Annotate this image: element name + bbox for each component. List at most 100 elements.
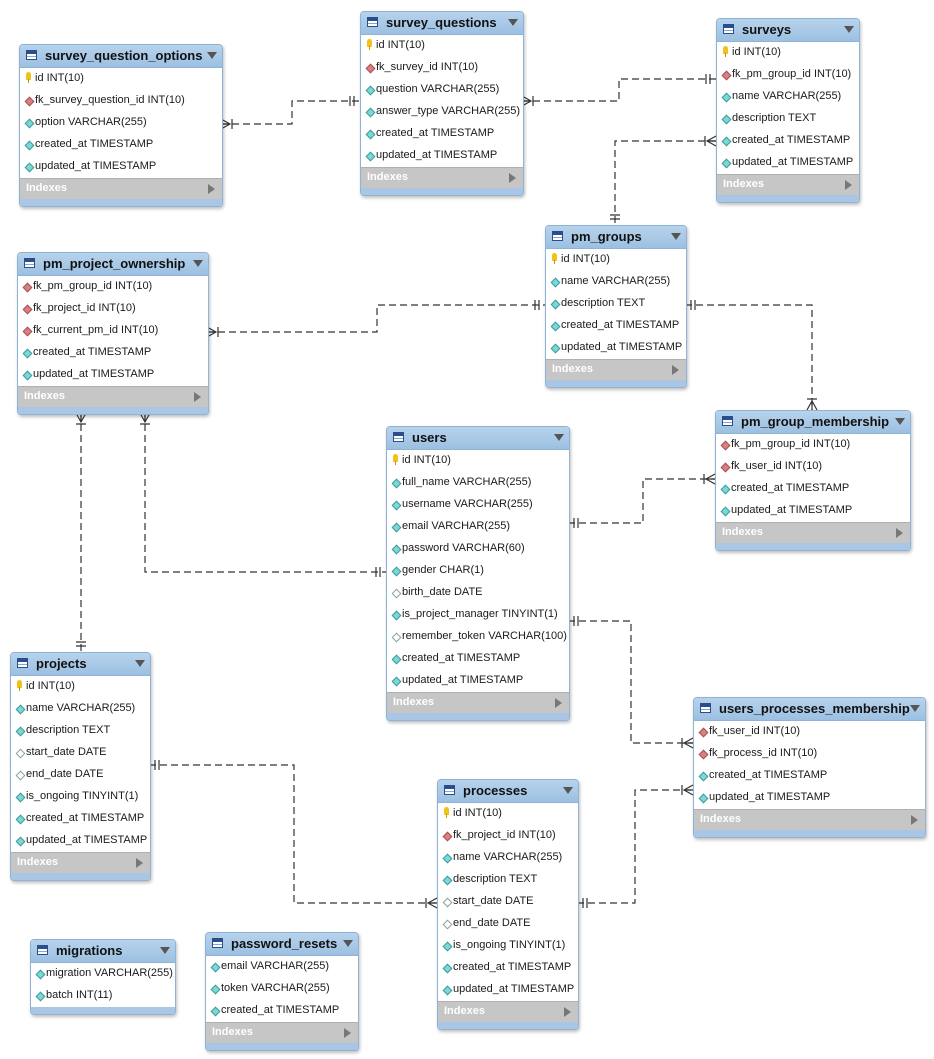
expand-arrow-icon[interactable] bbox=[208, 184, 215, 194]
column-row[interactable]: password VARCHAR(60) bbox=[387, 538, 569, 560]
column-row[interactable]: fk_user_id INT(10) bbox=[716, 456, 910, 478]
table-menu-chevron-down-icon[interactable] bbox=[563, 787, 573, 794]
column-row[interactable]: question VARCHAR(255) bbox=[361, 79, 523, 101]
indexes-section[interactable]: Indexes bbox=[717, 174, 859, 195]
column-row[interactable]: is_project_manager TINYINT(1) bbox=[387, 604, 569, 626]
column-row[interactable]: created_at TIMESTAMP bbox=[438, 957, 578, 979]
column-row[interactable]: is_ongoing TINYINT(1) bbox=[11, 786, 150, 808]
expand-arrow-icon[interactable] bbox=[911, 815, 918, 825]
column-row[interactable]: description TEXT bbox=[438, 869, 578, 891]
expand-arrow-icon[interactable] bbox=[845, 180, 852, 190]
table-menu-chevron-down-icon[interactable] bbox=[343, 940, 353, 947]
column-row[interactable]: email VARCHAR(255) bbox=[387, 516, 569, 538]
table-header[interactable]: users bbox=[387, 427, 569, 450]
expand-arrow-icon[interactable] bbox=[344, 1028, 351, 1038]
column-row[interactable]: created_at TIMESTAMP bbox=[717, 130, 859, 152]
column-row[interactable]: fk_project_id INT(10) bbox=[18, 298, 208, 320]
column-row[interactable]: id INT(10) bbox=[387, 450, 569, 472]
column-row[interactable]: id INT(10) bbox=[361, 35, 523, 57]
column-row[interactable]: name VARCHAR(255) bbox=[546, 271, 686, 293]
indexes-section[interactable]: Indexes bbox=[716, 522, 910, 543]
table-menu-chevron-down-icon[interactable] bbox=[508, 19, 518, 26]
table-menu-chevron-down-icon[interactable] bbox=[207, 52, 217, 59]
expand-arrow-icon[interactable] bbox=[509, 173, 516, 183]
column-row[interactable]: updated_at TIMESTAMP bbox=[716, 500, 910, 522]
column-row[interactable]: updated_at TIMESTAMP bbox=[18, 364, 208, 386]
column-row[interactable]: username VARCHAR(255) bbox=[387, 494, 569, 516]
table-header[interactable]: survey_question_options bbox=[20, 45, 222, 68]
column-row[interactable]: fk_project_id INT(10) bbox=[438, 825, 578, 847]
column-row[interactable]: updated_at TIMESTAMP bbox=[11, 830, 150, 852]
column-row[interactable]: fk_survey_question_id INT(10) bbox=[20, 90, 222, 112]
indexes-section[interactable]: Indexes bbox=[18, 386, 208, 407]
column-row[interactable]: fk_process_id INT(10) bbox=[694, 743, 925, 765]
column-row[interactable]: updated_at TIMESTAMP bbox=[387, 670, 569, 692]
column-row[interactable]: email VARCHAR(255) bbox=[206, 956, 358, 978]
table-header[interactable]: survey_questions bbox=[361, 12, 523, 35]
table-menu-chevron-down-icon[interactable] bbox=[844, 26, 854, 33]
column-row[interactable]: fk_pm_group_id INT(10) bbox=[716, 434, 910, 456]
column-row[interactable]: name VARCHAR(255) bbox=[717, 86, 859, 108]
column-row[interactable]: option VARCHAR(255) bbox=[20, 112, 222, 134]
column-row[interactable]: updated_at TIMESTAMP bbox=[717, 152, 859, 174]
column-row[interactable]: created_at TIMESTAMP bbox=[716, 478, 910, 500]
indexes-section[interactable]: Indexes bbox=[694, 809, 925, 830]
column-row[interactable]: is_ongoing TINYINT(1) bbox=[438, 935, 578, 957]
column-row[interactable]: migration VARCHAR(255) bbox=[31, 963, 175, 985]
column-row[interactable]: created_at TIMESTAMP bbox=[11, 808, 150, 830]
table-header[interactable]: pm_group_membership bbox=[716, 411, 910, 434]
column-row[interactable]: fk_pm_group_id INT(10) bbox=[717, 64, 859, 86]
column-row[interactable]: start_date DATE bbox=[438, 891, 578, 913]
table-menu-chevron-down-icon[interactable] bbox=[135, 660, 145, 667]
column-row[interactable]: updated_at TIMESTAMP bbox=[361, 145, 523, 167]
column-row[interactable]: fk_current_pm_id INT(10) bbox=[18, 320, 208, 342]
column-row[interactable]: created_at TIMESTAMP bbox=[546, 315, 686, 337]
table-menu-chevron-down-icon[interactable] bbox=[671, 233, 681, 240]
column-row[interactable]: created_at TIMESTAMP bbox=[387, 648, 569, 670]
column-row[interactable]: updated_at TIMESTAMP bbox=[20, 156, 222, 178]
indexes-section[interactable]: Indexes bbox=[438, 1001, 578, 1022]
column-row[interactable]: name VARCHAR(255) bbox=[11, 698, 150, 720]
column-row[interactable]: name VARCHAR(255) bbox=[438, 847, 578, 869]
column-row[interactable]: start_date DATE bbox=[11, 742, 150, 764]
expand-arrow-icon[interactable] bbox=[564, 1007, 571, 1017]
table-menu-chevron-down-icon[interactable] bbox=[910, 705, 920, 712]
indexes-section[interactable]: Indexes bbox=[546, 359, 686, 380]
indexes-section[interactable]: Indexes bbox=[11, 852, 150, 873]
column-row[interactable]: created_at TIMESTAMP bbox=[20, 134, 222, 156]
column-row[interactable]: updated_at TIMESTAMP bbox=[438, 979, 578, 1001]
column-row[interactable]: updated_at TIMESTAMP bbox=[546, 337, 686, 359]
expand-arrow-icon[interactable] bbox=[896, 528, 903, 538]
table-menu-chevron-down-icon[interactable] bbox=[160, 947, 170, 954]
column-row[interactable]: birth_date DATE bbox=[387, 582, 569, 604]
column-row[interactable]: remember_token VARCHAR(100) bbox=[387, 626, 569, 648]
expand-arrow-icon[interactable] bbox=[672, 365, 679, 375]
column-row[interactable]: id INT(10) bbox=[20, 68, 222, 90]
table-header[interactable]: surveys bbox=[717, 19, 859, 42]
column-row[interactable]: id INT(10) bbox=[717, 42, 859, 64]
column-row[interactable]: fk_pm_group_id INT(10) bbox=[18, 276, 208, 298]
table-header[interactable]: processes bbox=[438, 780, 578, 803]
column-row[interactable]: description TEXT bbox=[717, 108, 859, 130]
indexes-section[interactable]: Indexes bbox=[387, 692, 569, 713]
column-row[interactable]: fk_survey_id INT(10) bbox=[361, 57, 523, 79]
column-row[interactable]: created_at TIMESTAMP bbox=[694, 765, 925, 787]
table-header[interactable]: password_resets bbox=[206, 933, 358, 956]
column-row[interactable]: created_at TIMESTAMP bbox=[18, 342, 208, 364]
column-row[interactable]: fk_user_id INT(10) bbox=[694, 721, 925, 743]
column-row[interactable]: updated_at TIMESTAMP bbox=[694, 787, 925, 809]
table-header[interactable]: pm_project_ownership bbox=[18, 253, 208, 276]
column-row[interactable]: description TEXT bbox=[11, 720, 150, 742]
